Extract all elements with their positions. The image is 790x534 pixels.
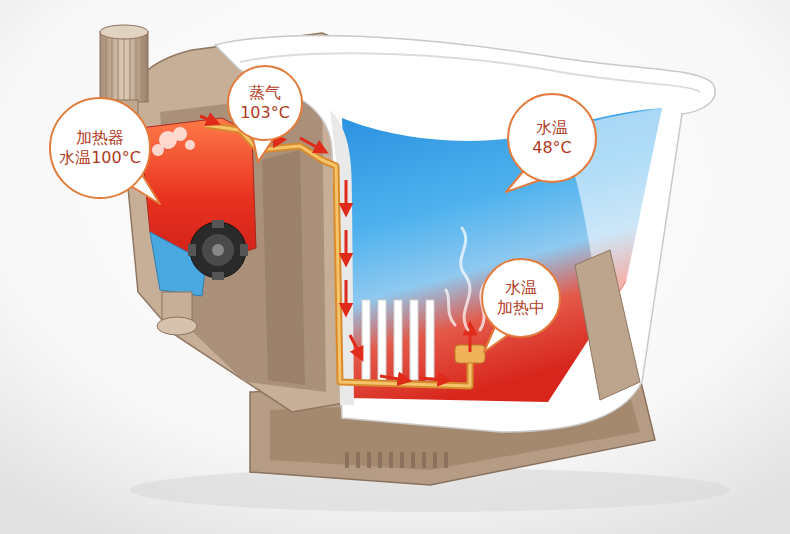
callout-text: 水温 加热中 [497, 278, 545, 318]
callout-bubble: 加热器 水温100°C [49, 97, 152, 200]
tub [215, 35, 715, 432]
callout-bubble: 蒸气 103°C [227, 65, 303, 141]
steam [152, 127, 195, 156]
flow-arrow [200, 116, 470, 380]
callout-bubble: 水温 加热中 [481, 258, 561, 338]
steam-wisp [446, 228, 486, 330]
knob [100, 32, 148, 102]
callout-bubble: 水温 48°C [507, 93, 597, 183]
callout-text: 加热器 水温100°C [59, 128, 141, 168]
motor [190, 222, 246, 278]
steam-pipe [205, 125, 470, 386]
callout-tail [118, 134, 546, 352]
inner-fins [362, 300, 434, 380]
vents [345, 452, 448, 468]
water [342, 108, 662, 402]
callout-text: 水温 48°C [532, 118, 572, 158]
callout-text: 蒸气 103°C [240, 83, 290, 123]
